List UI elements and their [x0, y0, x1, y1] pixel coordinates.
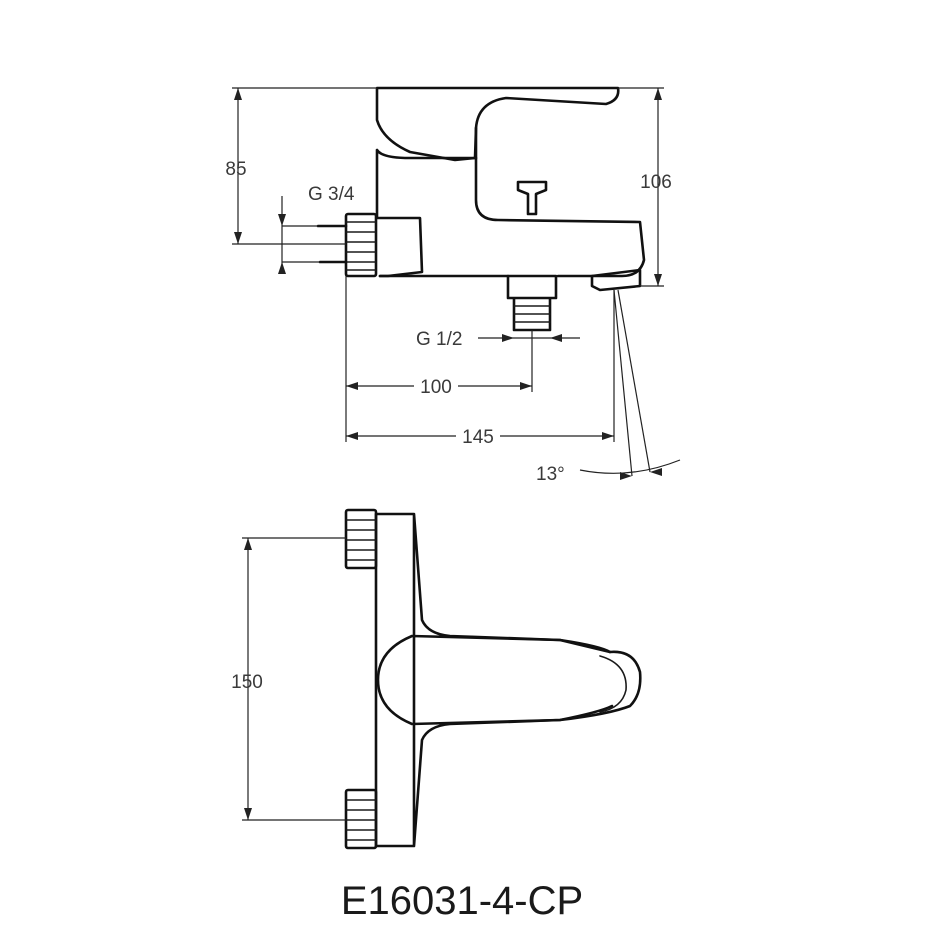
side-inlet-pipe	[316, 224, 348, 264]
side-view: 85 G 3/4 106 G 1/2	[225, 86, 681, 485]
top-inlet-nut-upper	[344, 508, 378, 570]
dim-145: 145	[346, 424, 614, 448]
side-inlet-nut	[344, 212, 378, 278]
side-handle	[375, 86, 620, 162]
dim-150: 150	[231, 537, 346, 821]
side-spout-body	[474, 126, 646, 278]
dim-13deg-label: 13°	[536, 464, 565, 485]
dim-106: 106	[618, 87, 672, 287]
dim-g12-label: G 1/2	[416, 329, 462, 350]
side-outlet-thread	[513, 305, 551, 323]
dim-106-label: 106	[640, 172, 672, 193]
dim-g34-label: G 3/4	[308, 184, 355, 205]
side-inlet-nut-teeth	[345, 221, 377, 271]
dim-85-label: 85	[225, 159, 246, 180]
dim-145-label: 145	[462, 427, 494, 448]
top-lever	[376, 634, 642, 726]
top-body	[374, 512, 614, 848]
dim-13deg: 13°	[536, 289, 681, 485]
dim-100: 100	[346, 374, 532, 398]
top-inlet-nut-lower	[344, 788, 378, 850]
dim-100-label: 100	[420, 377, 452, 398]
dim-150-label: 150	[231, 672, 263, 693]
side-spout-tip	[590, 268, 642, 292]
top-view: 150	[231, 508, 642, 850]
dim-g34: G 3/4	[278, 184, 355, 274]
dim-85: 85	[225, 87, 377, 245]
dim-g12: G 1/2	[416, 329, 580, 350]
model-number: E16031-4-CP	[341, 879, 583, 923]
top-lever-inner	[599, 655, 627, 713]
side-mixer-body	[375, 148, 478, 278]
side-diverter-knob	[516, 180, 548, 216]
